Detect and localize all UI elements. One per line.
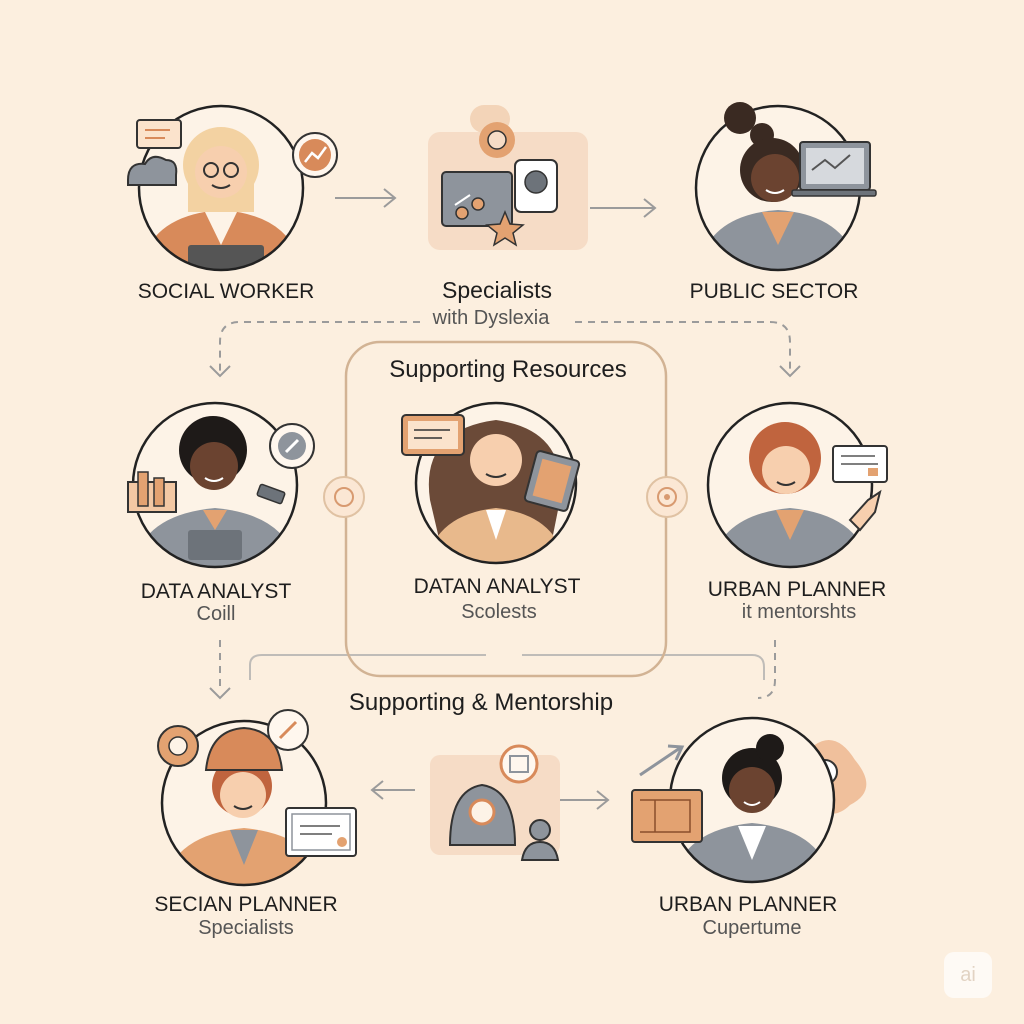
bar-chart-icon [127, 471, 177, 513]
label-secian-planner-sub: Specialists [198, 917, 294, 939]
label-data-analyst-center-role: DATAN ANALYST [414, 575, 581, 598]
label-specialists-role: Specialists [442, 277, 552, 303]
trend-chart-icon [292, 132, 338, 178]
label-urban-planner-bottom-sub: Cupertume [703, 917, 802, 939]
arrow-up-icon [639, 744, 685, 777]
dashed-top-right [575, 321, 791, 372]
arrow-dash-mid-left-down [209, 687, 231, 700]
label-secian-planner-role: SECIAN PLANNER [154, 893, 337, 916]
gear-icon [157, 725, 199, 767]
label-data-analyst-left-role: DATA ANALYST [141, 580, 292, 603]
wrench-badge-icon [269, 423, 315, 469]
node-data-analyst-left[interactable] [127, 401, 315, 570]
dashed-top-left [219, 321, 420, 372]
heading-supporting-mentorship: Supporting & Mentorship [349, 689, 613, 716]
gear-icon [479, 122, 515, 158]
connector-node-right [646, 476, 688, 518]
connectors [209, 188, 801, 810]
laptop-icon [791, 141, 877, 197]
arrow-to-secian [370, 780, 415, 800]
cloud-icon [127, 155, 178, 186]
tablet-icon [523, 450, 581, 512]
label-data-analyst-center-sub: Scolests [461, 601, 537, 623]
connector-node-left [323, 476, 365, 518]
certificate-icon [285, 807, 357, 857]
target-icon [499, 744, 539, 784]
person-icon [529, 819, 551, 841]
presentation-icon [832, 445, 888, 483]
chat-bubble-icon [136, 119, 182, 149]
node-data-analyst-center[interactable] [401, 401, 581, 570]
message-icon [401, 414, 465, 456]
mentorship-bracket [249, 654, 486, 680]
label-social-worker-role: SOCIAL WORKER [138, 280, 315, 303]
blueprint-icon [631, 789, 703, 843]
node-urban-planner-right[interactable] [706, 401, 888, 570]
tools-badge-icon [267, 709, 309, 751]
node-specialists-top[interactable] [428, 105, 588, 250]
mentorship-illustration [430, 744, 560, 861]
label-public-sector-role: PUBLIC SECTOR [690, 280, 859, 303]
dashed-mid-right [757, 640, 776, 699]
label-urban-planner-bottom-role: URBAN PLANNER [659, 893, 838, 916]
label-specialists-sub: with Dyslexia [432, 307, 551, 329]
arrow-dash-left-down [209, 365, 231, 378]
label-data-analyst-left-sub: Coill [197, 603, 236, 625]
ai-badge: ai [944, 952, 992, 998]
node-social-worker[interactable] [127, 104, 338, 275]
arrow-social-to-specialists [335, 188, 397, 208]
pointing-hand-icon [848, 489, 882, 532]
node-secian-planner[interactable] [157, 709, 357, 890]
arrow-to-urban-bottom [560, 790, 610, 810]
label-urban-planner-right-role: URBAN PLANNER [708, 578, 887, 601]
mentorship-bracket-right [522, 654, 765, 680]
arrow-dash-right-down [779, 365, 801, 378]
arrow-specialists-to-public [590, 198, 657, 218]
star-icon [485, 210, 525, 247]
heading-supporting-resources: Supporting Resources [389, 356, 626, 383]
tool-icon [256, 483, 286, 505]
node-public-sector[interactable] [694, 102, 877, 275]
label-urban-planner-right-sub: it mentorshts [742, 601, 856, 623]
node-urban-planner-bottom[interactable] [631, 716, 867, 885]
